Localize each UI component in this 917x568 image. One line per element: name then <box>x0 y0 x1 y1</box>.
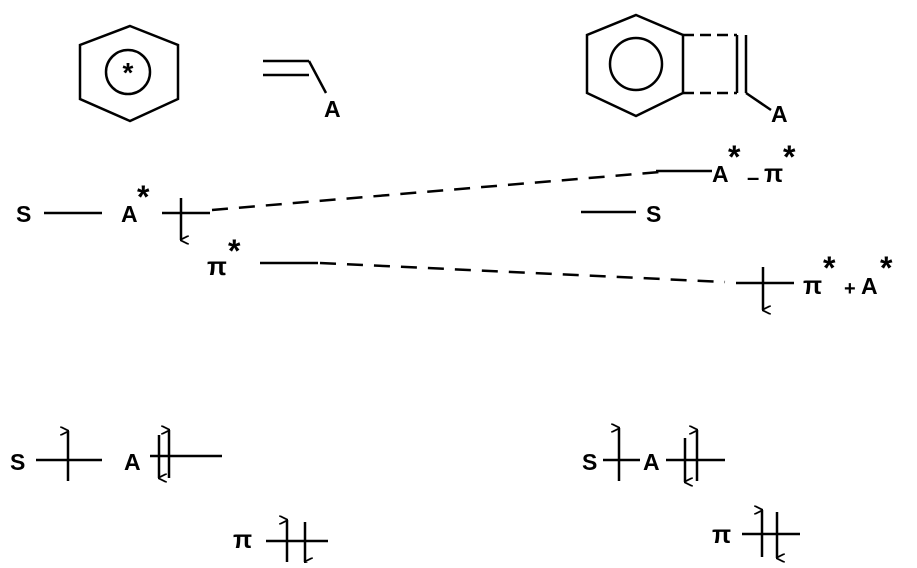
pi-plus-a-star2: * <box>880 250 893 286</box>
pi-lower-left-label: π <box>233 526 252 554</box>
pi-star-left-label: π <box>207 251 227 281</box>
a-lower-right-label: A <box>643 449 660 475</box>
a-lower-left-label: A <box>124 449 141 475</box>
a-minus-pi-star-pi: π <box>764 160 783 188</box>
pi-lower-right-label: π <box>712 521 731 549</box>
a-star-left-sup: * <box>137 179 150 215</box>
ring-star: * <box>123 57 134 88</box>
correlation-line-pi-star <box>319 261 726 284</box>
benzene-ring-left <box>78 24 180 123</box>
pi-plus-a-pi: π <box>803 272 822 300</box>
vinyl-a-label: A <box>324 96 341 122</box>
a-star-left-label: A <box>121 201 138 227</box>
fused-ring-right <box>585 13 772 118</box>
fused-a-label: A <box>771 101 788 127</box>
pi-plus-a-a: A <box>861 273 878 299</box>
pi-plus-a-star1: * <box>823 250 836 286</box>
pi-plus-a-plus: + <box>844 278 856 300</box>
s-upper-left-label: S <box>16 201 31 227</box>
s-lower-left-label: S <box>10 449 25 475</box>
vinyl-group <box>263 59 328 94</box>
a-minus-pi-star-a: A <box>712 161 729 187</box>
pi-star-left-sup: * <box>228 233 241 269</box>
correlation-line-a-star <box>211 170 661 212</box>
a-minus-pi-star-star1: * <box>728 139 741 175</box>
s-lower-right-label: S <box>582 449 597 475</box>
s-upper-right-label: S <box>646 201 661 227</box>
a-minus-pi-star-dash: – <box>747 165 759 190</box>
a-minus-pi-star-star2: * <box>783 139 796 175</box>
